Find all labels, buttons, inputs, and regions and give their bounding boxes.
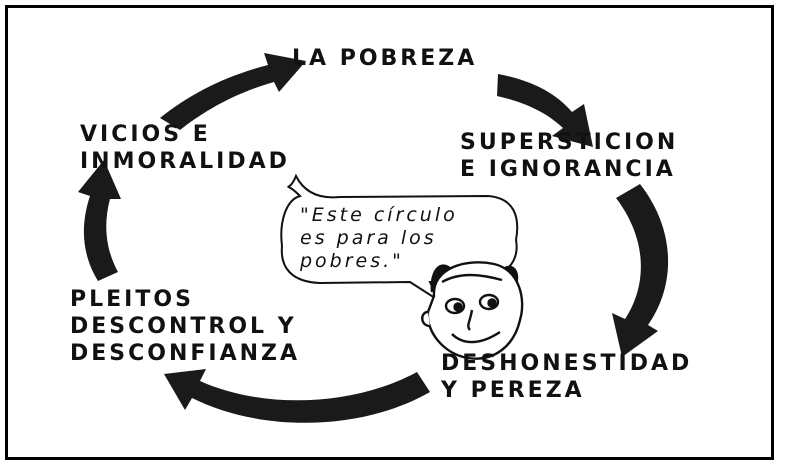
cycle-arrow-5: [160, 53, 306, 130]
node-pobreza: LA POBREZA: [292, 46, 478, 71]
devil-face-icon: [421, 261, 524, 360]
node-pleitos: PLEITOS DESCONTROL Y DESCONFIANZA: [70, 287, 301, 366]
cycle-arrow-1: [497, 74, 593, 147]
node-supersticion: SUPERSTICION E IGNORANCIA: [460, 130, 679, 182]
cycle-arrow-2: [612, 184, 669, 357]
node-deshonestidad: DESHONESTIDAD Y PEREZA: [441, 351, 693, 403]
cycle-arrow-4: [78, 160, 121, 281]
node-vicios: VICIOS E INMORALIDAD: [80, 122, 290, 174]
speech-bubble-text: "Este círculo es para los pobres.": [300, 204, 458, 272]
cycle-arrow-3: [164, 369, 430, 423]
